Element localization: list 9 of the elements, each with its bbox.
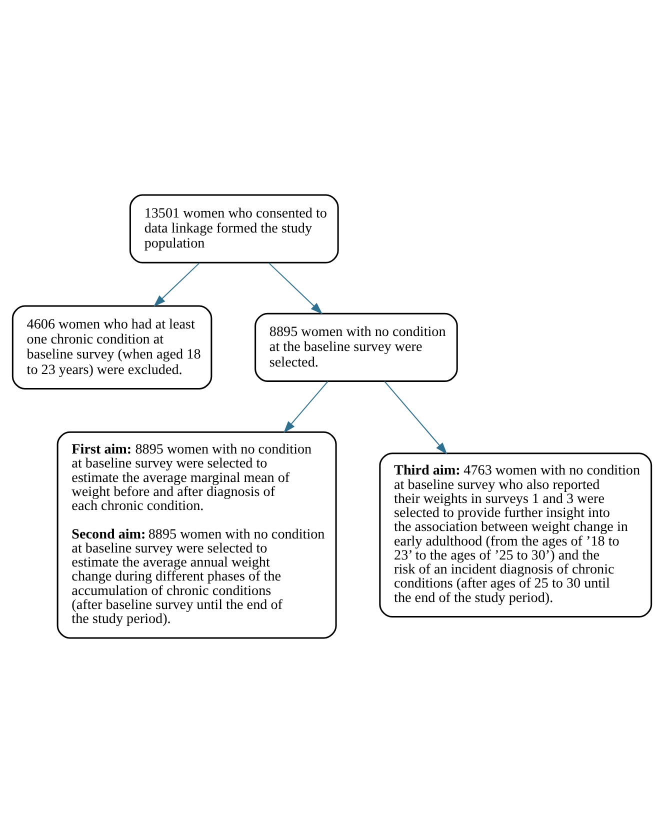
node-box: 4606 women who had at least one chronic condition at baseline survey (when aged 18 to 23 years) were excluded. bbox=[12, 305, 212, 390]
node-box: 8895 women with no condition at the baseline survey were selected. bbox=[254, 312, 458, 382]
node-box: Third aim: 4763 women with no condition at baseline survey who also reported their weights in surveys 1 and 3 were selected to provide further insight into the association between weight change in early adulthood (from the ages of ’18 to 23’ to the ages of ’25 to 30’) and the risk of an incident diagnosis of chronic conditions (after ages of 25 to 30 until the end of the study period). bbox=[379, 452, 652, 618]
node-box: 13501 women who consented to data linkage formed the study population bbox=[129, 194, 339, 264]
arrow bbox=[268, 262, 323, 314]
arrow bbox=[384, 381, 448, 454]
node-box: First aim: 8895 women with no condition at baseline survey were selected to estimate the average marginal mean of weight before and after diagnosis of each chronic condition. Second aim: 8895 women with no condition at baseline survey were selected to estimate the average annual weight change during different phases of the accumulation of chronic conditions (after baseline survey until the end of the study period). bbox=[56, 431, 337, 639]
arrow bbox=[284, 381, 328, 434]
arrow bbox=[154, 262, 200, 307]
